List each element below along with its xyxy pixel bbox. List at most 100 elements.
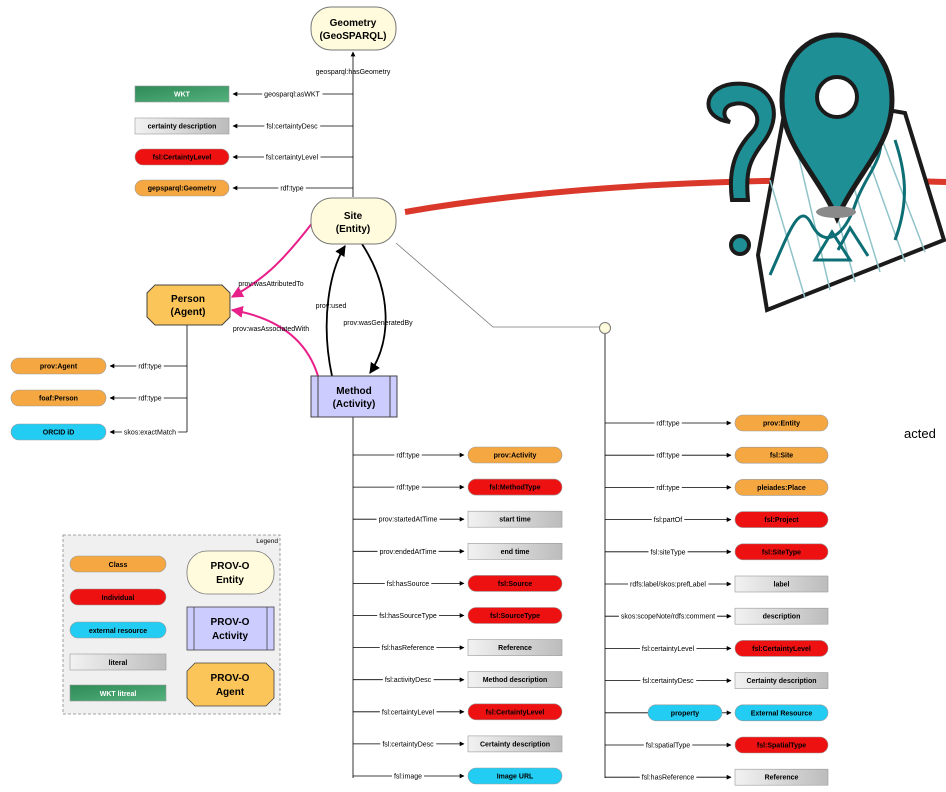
site-prop-2-box[interactable] <box>734 479 829 496</box>
geometry-prop-0-label: geosparql:asWKT <box>264 92 320 99</box>
node-site-line1: Site <box>344 211 363 222</box>
person-prop-1-box[interactable] <box>10 389 107 407</box>
method-prop-3-box[interactable] <box>467 542 563 560</box>
method-prop-6-value: Reference <box>498 645 532 652</box>
legend-class-swatch <box>69 555 167 573</box>
person-prop-2-box[interactable] <box>10 423 107 441</box>
site-prop-5-value: label <box>774 582 790 589</box>
method-prop-10-box[interactable] <box>467 767 563 785</box>
site-prop-4-box[interactable] <box>734 543 829 561</box>
method-prop-7-label: fsl:activityDesc <box>385 677 432 684</box>
method-prop-5-box[interactable] <box>467 607 563 624</box>
method-prop-1-box[interactable] <box>467 478 563 496</box>
site-prop-7-value: fsl:CertaintyLevel <box>752 646 811 653</box>
legend-entity-line1: PROV-O <box>211 561 250 572</box>
node-geometry[interactable]: Geometry (GeoSPARQL) <box>310 6 397 51</box>
node-method[interactable]: Method (Activity) <box>310 375 398 418</box>
geometry-prop-0-box[interactable] <box>134 85 230 103</box>
legend-external-label: external resource <box>89 628 147 635</box>
geometry-prop-2-value: fsl:CertaintyLevel <box>153 155 212 162</box>
geometry-prop-1-box[interactable] <box>134 117 230 135</box>
site-prop-1-value: fsl:Site <box>770 453 793 460</box>
method-prop-0-value: prov:Activity <box>494 453 537 460</box>
location-pin-illustration <box>404 32 946 313</box>
legend-wkt-label: WKT litreal <box>100 691 137 698</box>
method-prop-9-box[interactable] <box>467 735 563 753</box>
method-prop-10-value: Image URL <box>497 774 534 781</box>
method-prop-8-box[interactable] <box>467 703 563 721</box>
clipped-text: acted <box>904 426 936 441</box>
method-prop-4-box[interactable] <box>467 575 563 592</box>
person-prop-1-value: foaf:Person <box>39 396 78 403</box>
legend-activity-line2: Activity <box>212 631 249 642</box>
site-prop-6-box[interactable] <box>734 607 829 625</box>
edge-label-was-generated-by: prov:wasGeneratedBy <box>343 320 413 327</box>
site-prop-0-box[interactable] <box>734 414 829 432</box>
map-pin-icon <box>779 32 895 224</box>
site-prop-9-box[interactable] <box>734 704 829 722</box>
edge-label-has-geometry: geosparql:hasGeometry <box>316 69 391 76</box>
method-prop-8-label: fsl:certaintyLevel <box>382 709 435 716</box>
site-prop-1-box[interactable] <box>734 446 829 464</box>
site-prop-11-box[interactable] <box>734 768 829 786</box>
person-prop-0-box[interactable] <box>10 357 107 375</box>
site-prop-11-value: Reference <box>765 775 799 782</box>
method-prop-6-box[interactable] <box>467 639 563 656</box>
site-prop-0-label: rdf:type <box>656 421 679 428</box>
method-prop-5-value: fsl:SourceType <box>490 613 540 620</box>
method-prop-0-box[interactable] <box>467 446 563 464</box>
node-site[interactable]: Site (Entity) <box>310 197 397 245</box>
legend-activity-line1: PROV-O <box>211 617 250 628</box>
site-prop-1-label: rdf:type <box>656 453 679 460</box>
site-prop-6-label: skos:scopeNote/rdfs:comment <box>621 614 715 621</box>
site-prop-3-value: fsl:Project <box>764 517 799 524</box>
site-prop-9-property-box[interactable] <box>647 704 723 722</box>
geometry-prop-3-label: rdf:type <box>280 186 303 193</box>
edge-label-was-attributed-to: prov:wasAttributedTo <box>238 281 303 288</box>
geometry-prop-3-box[interactable] <box>134 179 230 197</box>
legend-class-label: Class <box>109 562 128 569</box>
method-prop-9-value: Certainty description <box>480 741 550 748</box>
site-prop-5-box[interactable] <box>734 575 829 593</box>
site-prop-6: skos:scopeNote/rdfs:comment description <box>605 607 829 625</box>
node-method-line2: (Activity) <box>333 399 376 410</box>
legend-agent-shape <box>186 662 275 707</box>
site-prop-2-value: pleiades:Place <box>757 485 806 492</box>
legend-title: Legend <box>256 538 278 545</box>
site-prop-6-value: description <box>763 614 801 621</box>
person-prop-2-label: skos:exactMatch <box>124 430 176 437</box>
method-prop-2-box[interactable] <box>467 510 563 528</box>
site-prop-8-box[interactable] <box>734 672 829 689</box>
site-prop-3-box[interactable] <box>734 511 829 528</box>
geometry-prop-1-value: certainty description <box>148 124 217 131</box>
site-prop-10-box[interactable] <box>734 736 829 754</box>
site-prop-7-box[interactable] <box>734 640 829 657</box>
node-person[interactable]: Person (Agent) <box>146 284 231 326</box>
method-prop-4-label: fsl:hasSource <box>387 581 430 588</box>
method-prop-7-box[interactable] <box>467 671 563 689</box>
node-person-line1: Person <box>171 294 205 305</box>
geometry-prop-2-box[interactable] <box>134 148 230 166</box>
legend-agent-line2: Agent <box>216 687 245 698</box>
node-geometry-line2: (GeoSPARQL) <box>319 31 386 42</box>
method-prop-1-value: fsl:MethodType <box>489 485 540 492</box>
site-prop-9-label: property <box>671 710 700 717</box>
